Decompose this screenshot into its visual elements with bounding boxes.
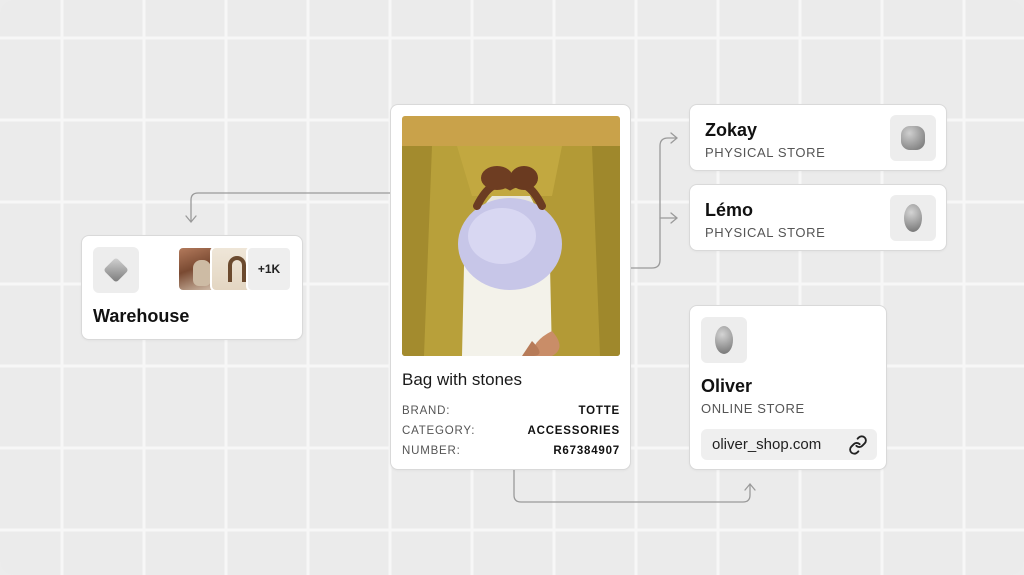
store-card-oliver[interactable]: Oliver ONLINE STORE oliver_shop.com [689, 305, 887, 470]
store-logo-tile [701, 317, 747, 363]
store-logo-icon [715, 326, 733, 354]
spec-label: BRAND: [402, 405, 451, 417]
store-logo-icon [901, 126, 925, 150]
spec-label: CATEGORY: [402, 425, 476, 437]
spec-value: ACCESSORIES [527, 425, 620, 437]
store-logo-tile [890, 195, 936, 241]
store-type: PHYSICAL STORE [705, 145, 826, 160]
product-card[interactable]: Bag with stones BRAND: TOTTE CATEGORY: A… [390, 104, 631, 470]
store-type: PHYSICAL STORE [705, 225, 826, 240]
spec-value: R67384907 [553, 445, 620, 457]
store-url[interactable]: oliver_shop.com [712, 436, 822, 453]
spec-label: NUMBER: [402, 445, 461, 457]
warehouse-icon-tile [93, 247, 139, 293]
product-photo [402, 116, 620, 356]
store-type: ONLINE STORE [701, 401, 805, 416]
diamond-icon [103, 257, 129, 283]
store-name: Oliver [701, 376, 753, 396]
spec-row-number: NUMBER: R67384907 [402, 445, 620, 461]
store-name: Lémo [705, 200, 754, 220]
product-title: Bag with stones [402, 370, 523, 389]
warehouse-title: Warehouse [93, 306, 190, 326]
spec-row-category: CATEGORY: ACCESSORIES [402, 425, 620, 441]
store-card-zokay[interactable]: Zokay PHYSICAL STORE [689, 104, 947, 171]
store-name: Zokay [705, 120, 758, 140]
more-items-badge[interactable]: +1K [246, 246, 292, 292]
spec-value: TOTTE [578, 405, 620, 417]
store-logo-tile [890, 115, 936, 161]
store-link-field[interactable]: oliver_shop.com [701, 429, 877, 460]
store-logo-icon [904, 204, 922, 232]
warehouse-card[interactable]: +1K Warehouse [81, 235, 303, 340]
store-card-lemo[interactable]: Lémo PHYSICAL STORE [689, 184, 947, 251]
spec-row-brand: BRAND: TOTTE [402, 405, 620, 421]
link-icon[interactable] [848, 435, 868, 460]
